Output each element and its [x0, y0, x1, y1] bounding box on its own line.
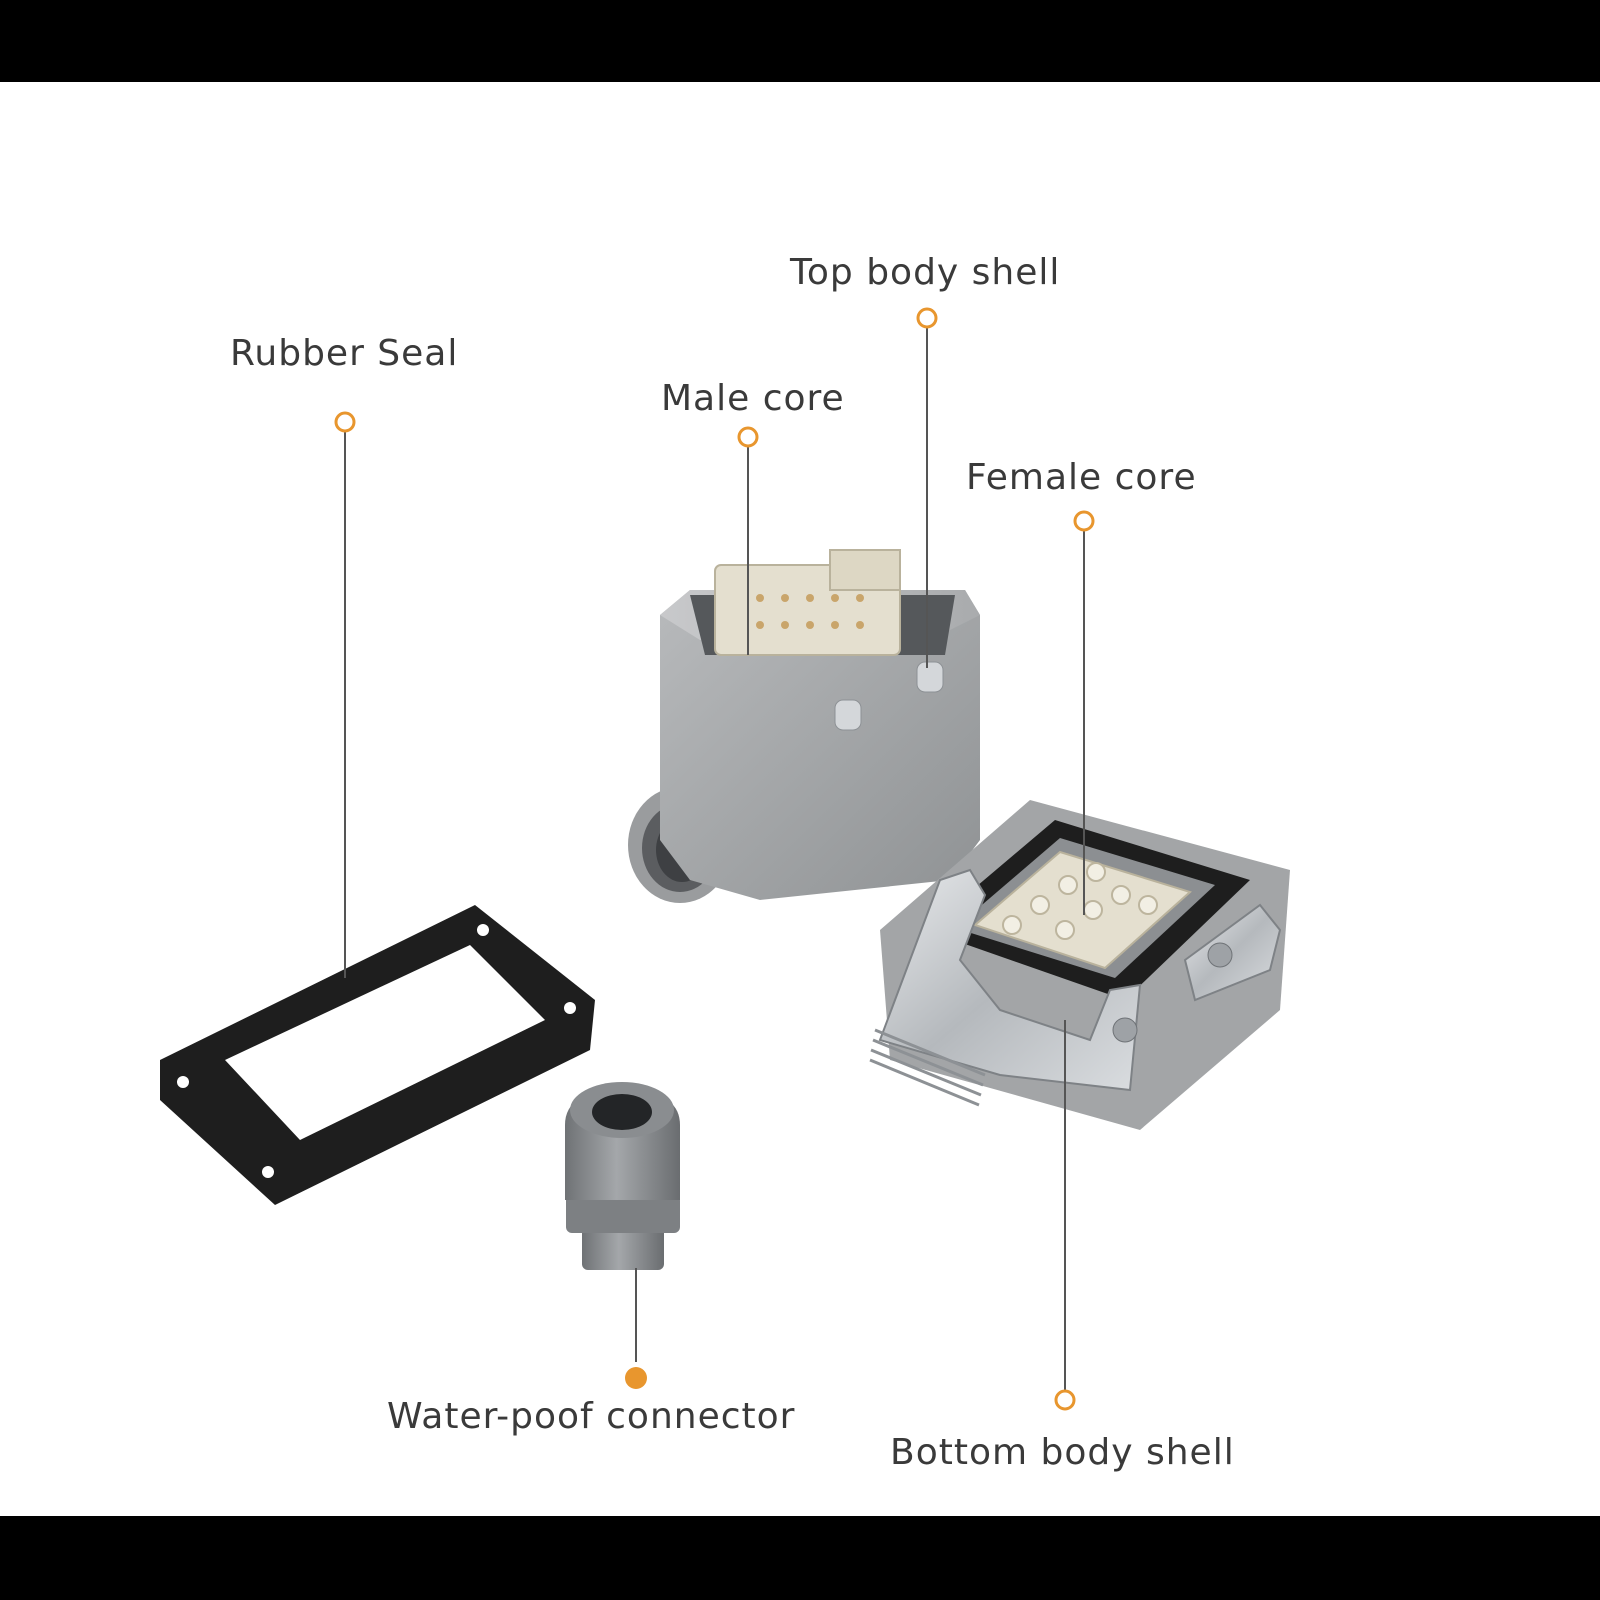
marker-female-core: [1073, 510, 1095, 532]
bottom-black-band: [0, 1516, 1600, 1600]
female-sockets: [1002, 862, 1158, 940]
lever-pivot-front: [1112, 1017, 1138, 1043]
marker-waterproof-connector: [625, 1367, 647, 1389]
hood-body: [660, 590, 980, 900]
rubber-seal-part: [160, 905, 595, 1205]
lever-grip-ribs: [869, 1028, 986, 1107]
gland-hole: [592, 1094, 652, 1130]
steel-locking-lever: [878, 868, 1142, 1092]
label-rubber-seal: Rubber Seal: [230, 333, 459, 374]
marker-top-body-shell: [916, 307, 938, 329]
gland-hex-nut: [566, 1195, 680, 1233]
label-waterproof-connector: Water-poof connector: [387, 1396, 796, 1437]
label-bottom-body-shell: Bottom body shell: [890, 1432, 1235, 1473]
marker-rubber-seal: [334, 411, 356, 433]
gasket-opening: [225, 945, 545, 1140]
callout-markers: [334, 307, 1095, 1411]
label-male-core: Male core: [661, 378, 845, 419]
marker-male-core: [737, 426, 759, 448]
top-body-shell-part: [628, 549, 980, 903]
waterproof-connector-part: [565, 1082, 680, 1270]
marker-bottom-body-shell: [1054, 1389, 1076, 1411]
lever-pivot-side: [1207, 942, 1233, 968]
label-top-body-shell: Top body shell: [790, 252, 1061, 293]
locking-pegs: [834, 661, 944, 731]
top-black-band: [0, 0, 1600, 82]
gasket-holes: [177, 924, 576, 1178]
male-pins: [756, 594, 864, 629]
label-female-core: Female core: [966, 457, 1197, 498]
callout-lines: [344, 327, 1085, 1392]
female-core-insert: [973, 850, 1192, 970]
